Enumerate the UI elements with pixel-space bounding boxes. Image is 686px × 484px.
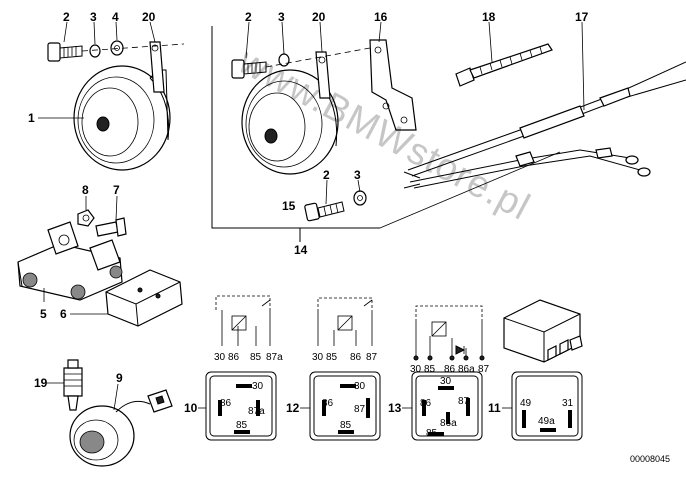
relay-13-face: [411, 371, 483, 441]
nut-8: [77, 209, 95, 227]
relay-12-schematic: [317, 297, 373, 346]
relay-12-face-87: 87: [354, 404, 366, 415]
mount-5: [17, 221, 123, 301]
callout-4: 4: [112, 10, 119, 24]
callout-3-left: 3: [90, 10, 97, 24]
bracket-16: [369, 39, 417, 131]
relay-13-pin-85: 85: [424, 364, 436, 375]
relay-12-pin-86: 86: [350, 352, 362, 363]
relay-12-face-30: 30: [354, 381, 366, 392]
relay-10-face-85: 85: [236, 420, 248, 431]
callout-9: 9: [116, 371, 123, 385]
relay-11-face-49a: 49a: [538, 416, 555, 427]
relay-13-face-30: 30: [440, 376, 452, 387]
cable-tie-18: [455, 43, 553, 87]
screw-7: [95, 217, 127, 237]
relay-12-pin-87: 87: [366, 352, 378, 363]
horn-middle: [241, 51, 339, 175]
relay-13-pin-30: 30: [410, 364, 422, 375]
callout-1: 1: [28, 111, 35, 125]
callout-10: 10: [184, 401, 198, 415]
washer-3-left: [89, 44, 101, 58]
leader-lines: [38, 21, 585, 411]
relay-13-face-87: 87: [458, 396, 470, 407]
callout-20-middle: 20: [312, 10, 326, 24]
callout-12: 12: [286, 401, 300, 415]
callout-6: 6: [60, 307, 67, 321]
relay-10-pin-87a: 87a: [266, 352, 283, 363]
relay-12-face-85: 85: [340, 420, 352, 431]
relay-10-face-87a: 87a: [248, 406, 265, 417]
relay-13-face-85: 85: [426, 428, 438, 439]
bolt-2-left: [47, 42, 83, 62]
callout-2-left: 2: [63, 10, 70, 24]
relay-11-face-31: 31: [562, 398, 574, 409]
buzzer-9: [69, 389, 173, 467]
relay-11-face: [511, 371, 583, 441]
callout-18: 18: [482, 10, 496, 24]
bolt-2-middle-bottom: [304, 201, 345, 222]
relay-10-face-86: 86: [220, 398, 232, 409]
relay-11-face-49: 49: [520, 398, 532, 409]
relay-12-face-86: 86: [322, 398, 334, 409]
callout-2-lower: 2: [323, 168, 330, 182]
relay-13-pin-87: 87: [478, 364, 490, 375]
relay-12-pin-85: 85: [326, 352, 338, 363]
callout-14: 14: [294, 243, 308, 257]
relay-13-pin-86a: 86a: [458, 364, 475, 375]
callout-2-middle: 2: [245, 10, 252, 24]
relay-13-schematic: [413, 305, 485, 361]
relay-13-face-86a: 86a: [440, 418, 457, 429]
washer-4-left: [110, 40, 124, 56]
relay-10-face-30: 30: [252, 381, 264, 392]
relay-13-pin-86: 86: [444, 364, 456, 375]
diagram-code: 00008045: [630, 454, 670, 464]
callout-3-lower: 3: [354, 168, 361, 182]
callout-17: 17: [575, 10, 589, 24]
callout-7: 7: [113, 183, 120, 197]
horn-left: [73, 41, 171, 171]
relay-12-face: [309, 371, 381, 441]
relay-10-pin-86: 86: [228, 352, 240, 363]
callout-3-middle: 3: [278, 10, 285, 24]
wiring-harness-17: [403, 61, 686, 189]
callout-8: 8: [82, 183, 89, 197]
washer-3-middle-bottom: [353, 190, 367, 206]
callout-5: 5: [40, 307, 47, 321]
bolt-2-middle-top: [231, 59, 267, 79]
callout-16: 16: [374, 10, 388, 24]
callout-13: 13: [388, 401, 402, 415]
relay-10-pin-30: 30: [214, 352, 226, 363]
callout-20-left: 20: [142, 10, 156, 24]
callout-15: 15: [282, 199, 296, 213]
cover-6: [105, 269, 183, 327]
relay-10-pin-85: 85: [250, 352, 262, 363]
callout-19: 19: [34, 376, 48, 390]
callout-11: 11: [488, 401, 501, 415]
switch-19: [63, 359, 83, 411]
relay-13-face-86: 86: [420, 398, 432, 409]
relay-12-pin-30: 30: [312, 352, 324, 363]
relay-10-face: [205, 371, 277, 441]
relay-11-housing: [503, 299, 583, 363]
relay-10-schematic: [215, 295, 271, 346]
